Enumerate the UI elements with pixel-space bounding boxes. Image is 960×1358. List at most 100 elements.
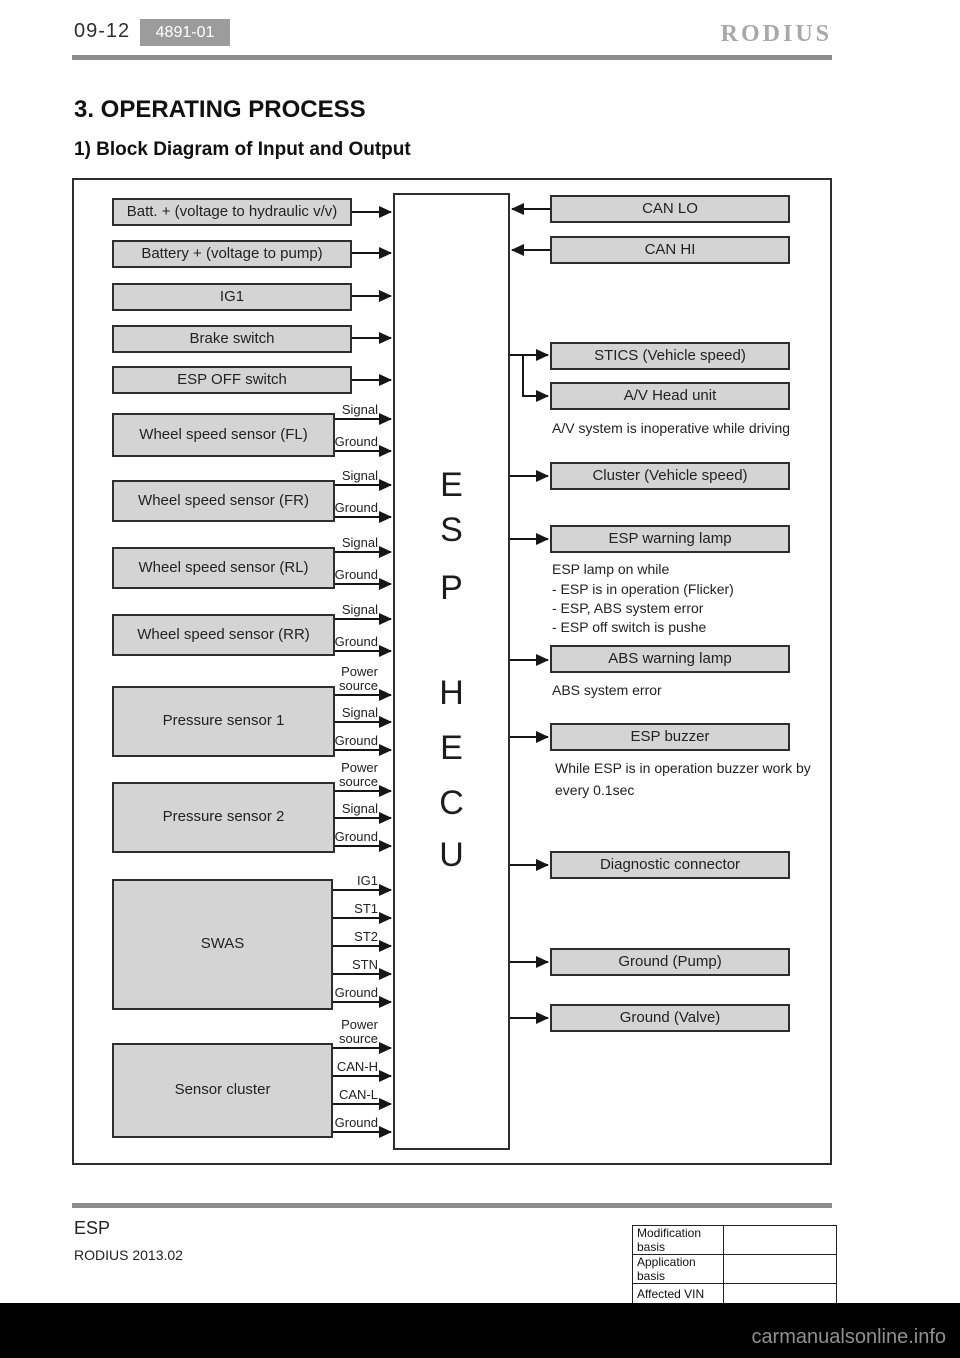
input-arrows <box>333 206 392 1138</box>
connector-arrows <box>333 203 550 1138</box>
row-label: Application basis <box>632 1254 724 1284</box>
output-box-ground-pump: Ground (Pump) <box>550 948 790 976</box>
pin-label: Signal <box>341 402 378 417</box>
watermark: carmanualsonline.info <box>751 1326 946 1348</box>
esp-lamp-note: ESP lamp on while <box>552 561 670 577</box>
input-box-battery-pump: Battery + (voltage to pump) <box>112 240 352 268</box>
box-label: Wheel speed sensor (RR) <box>137 625 310 643</box>
pin-label: Signal <box>341 535 378 550</box>
pin-label: STN <box>352 957 378 972</box>
box-label: Wheel speed sensor (FL) <box>139 425 308 443</box>
input-box-brake-switch: Brake switch <box>112 325 352 353</box>
box-label: ESP OFF switch <box>177 370 287 388</box>
pin-label: Signal <box>341 705 378 720</box>
input-box-pressure-sensor-1: Pressure sensor 1 <box>112 686 335 757</box>
row-label: Modification basis <box>632 1225 724 1255</box>
box-label: Wheel speed sensor (FR) <box>138 491 309 509</box>
box-label: Cluster (Vehicle speed) <box>592 466 748 484</box>
hecu-letter: P <box>440 569 463 607</box>
header-rule <box>72 55 832 60</box>
box-label: SWAS <box>200 935 245 953</box>
pin-label: IG1 <box>357 873 378 888</box>
output-box-av-head-unit: A/V Head unit <box>550 382 790 410</box>
footer-rule <box>72 1203 832 1208</box>
pin-label: Ground <box>334 1115 378 1130</box>
hecu-block: E S P H E C U <box>393 193 510 1150</box>
hecu-letter: E <box>440 729 463 767</box>
input-box-pressure-sensor-2: Pressure sensor 2 <box>112 782 335 853</box>
pin-label: Ground <box>334 985 378 1000</box>
esp-lamp-note: - ESP off switch is pushe <box>552 619 707 635</box>
table-row: Application basis <box>632 1254 837 1284</box>
pin-label: Ground <box>334 434 378 449</box>
input-box-wss-fr: Wheel speed sensor (FR) <box>112 480 335 522</box>
brand-logo: RODIUS <box>720 21 832 47</box>
box-label: ESP buzzer <box>630 727 710 745</box>
pin-label: Signal <box>341 602 378 617</box>
input-box-swas: SWAS <box>112 879 333 1010</box>
buzzer-note: every 0.1sec <box>555 782 635 798</box>
box-label: ESP warning lamp <box>608 529 732 547</box>
row-label: Affected VIN <box>632 1283 724 1305</box>
hecu-letter: U <box>439 836 464 874</box>
output-box-esp-warning-lamp: ESP warning lamp <box>550 525 790 553</box>
output-box-diagnostic-connector: Diagnostic connector <box>550 851 790 879</box>
input-box-wss-fl: Wheel speed sensor (FL) <box>112 413 335 457</box>
box-label: Brake switch <box>189 329 275 347</box>
box-label: Sensor cluster <box>174 1081 271 1099</box>
esp-lamp-note: - ESP is in operation (Flicker) <box>552 581 734 597</box>
box-label: STICS (Vehicle speed) <box>594 346 746 364</box>
input-box-ig1: IG1 <box>112 283 352 311</box>
box-label: Wheel speed sensor (RL) <box>138 558 309 576</box>
doc-code-badge: 4891-01 <box>140 19 230 46</box>
table-row: Modification basis <box>632 1225 837 1255</box>
output-box-abs-warning-lamp: ABS warning lamp <box>550 645 790 673</box>
pin-label: CAN-L <box>338 1087 378 1102</box>
pin-label: Signal <box>341 468 378 483</box>
hecu-letter: S <box>440 511 463 549</box>
output-box-ground-valve: Ground (Valve) <box>550 1004 790 1032</box>
footer-system: ESP <box>74 1218 111 1238</box>
box-label: A/V Head unit <box>623 386 717 404</box>
pin-label: Ground <box>334 500 378 515</box>
box-label: Pressure sensor 1 <box>162 712 285 730</box>
output-box-can-lo: CAN LO <box>550 195 790 223</box>
section-title: 3. OPERATING PROCESS <box>74 96 366 123</box>
row-value <box>723 1254 837 1284</box>
input-box-wss-rr: Wheel speed sensor (RR) <box>112 614 335 656</box>
pin-label: Power source <box>338 760 378 789</box>
box-label: IG1 <box>219 287 245 305</box>
row-value <box>723 1225 837 1255</box>
box-label: Batt. + (voltage to hydraulic v/v) <box>126 202 338 220</box>
output-box-cluster: Cluster (Vehicle speed) <box>550 462 790 490</box>
row-value <box>723 1283 837 1305</box>
page-number: 09-12 <box>74 20 131 42</box>
esp-lamp-note: - ESP, ABS system error <box>552 600 704 616</box>
buzzer-note: While ESP is in operation buzzer work by <box>555 760 811 776</box>
box-label: Diagnostic connector <box>599 855 741 873</box>
av-note: A/V system is inoperative while driving <box>552 420 791 436</box>
bottom-bar <box>0 1303 960 1358</box>
hecu-letter: C <box>439 784 464 822</box>
pin-label: Ground <box>334 567 378 582</box>
box-label: ABS warning lamp <box>608 649 732 667</box>
pin-label: Ground <box>334 733 378 748</box>
box-label: CAN HI <box>644 240 696 258</box>
pin-label: Power source <box>338 664 378 693</box>
box-label: Battery + (voltage to pump) <box>141 244 323 262</box>
footer-model: RODIUS 2013.02 <box>74 1247 183 1263</box>
pin-label: Power source <box>338 1017 378 1046</box>
subsection-title: 1) Block Diagram of Input and Output <box>74 139 411 160</box>
box-label: Ground (Valve) <box>619 1008 721 1026</box>
box-label: Ground (Pump) <box>618 952 722 970</box>
table-row: Affected VIN <box>632 1283 837 1305</box>
input-box-sensor-cluster: Sensor cluster <box>112 1043 333 1138</box>
abs-lamp-note: ABS system error <box>552 682 662 698</box>
output-box-esp-buzzer: ESP buzzer <box>550 723 790 751</box>
pin-label: CAN-H <box>336 1059 378 1074</box>
box-label: Pressure sensor 2 <box>162 808 285 826</box>
output-arrows <box>510 203 550 1024</box>
revision-table: Modification basis Application basis Aff… <box>632 1225 837 1305</box>
output-box-stics: STICS (Vehicle speed) <box>550 342 790 370</box>
